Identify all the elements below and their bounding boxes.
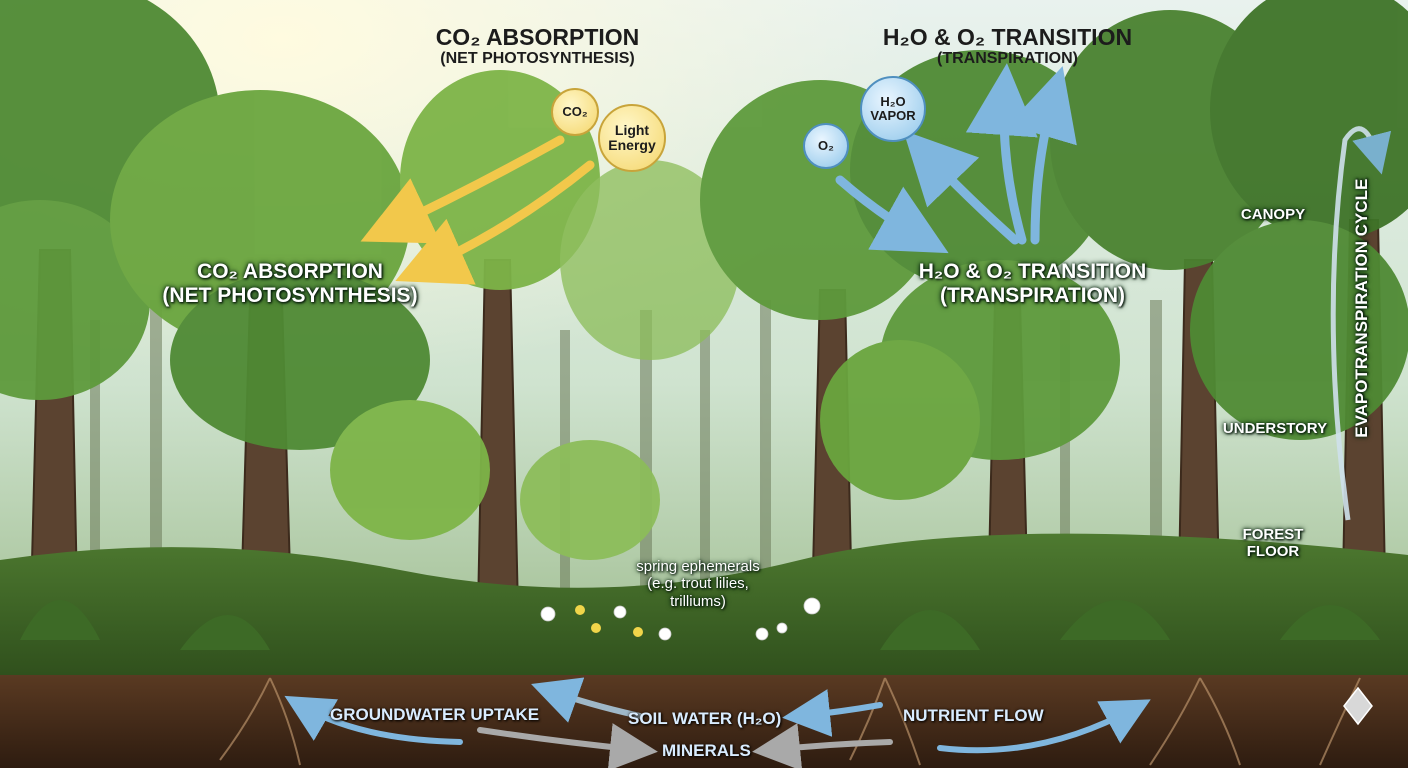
ephemerals-line3: trilliums) (608, 593, 788, 610)
top-left-heading-line2: (NET PHOTOSYNTHESIS) (420, 50, 655, 68)
co2-bubble: CO₂ (551, 88, 599, 136)
mid-left-label-line2: (NET PHOTOSYNTHESIS) (150, 284, 430, 308)
layer-forest-floor-line2: FLOOR (1228, 543, 1318, 560)
top-left-heading-line1: CO₂ ABSORPTION (420, 24, 655, 50)
light-bubble-line2: Energy (608, 138, 655, 153)
mid-right-label-line2: (TRANSPIRATION) (905, 284, 1160, 308)
co2-bubble-label: CO₂ (562, 105, 587, 119)
evapotranspiration-cycle-label: EVAPOTRANSPIRATION CYCLE (1352, 218, 1372, 438)
top-left-heading: CO₂ ABSORPTION (NET PHOTOSYNTHESIS) (420, 24, 655, 69)
top-right-heading-line2: (TRANSPIRATION) (870, 50, 1145, 68)
spring-ephemerals-label: spring ephemerals (e.g. trout lilies, tr… (608, 558, 788, 610)
mid-right-label-line1: H₂O & O₂ TRANSITION (905, 260, 1160, 284)
minerals-label: MINERALS (662, 741, 751, 761)
o2-bubble-label: O₂ (818, 139, 834, 153)
groundwater-uptake-label: GROUNDWATER UPTAKE (330, 705, 539, 725)
layer-forest-floor: FOREST FLOOR (1228, 526, 1318, 561)
top-right-heading-line1: H₂O & O₂ TRANSITION (870, 24, 1145, 50)
h2o-bubble-line1: H₂O (870, 95, 915, 109)
light-energy-bubble: Light Energy (598, 104, 666, 172)
mid-left-label: CO₂ ABSORPTION (NET PHOTOSYNTHESIS) (150, 260, 430, 308)
h2o-bubble-line2: VAPOR (870, 109, 915, 123)
o2-bubble: O₂ (803, 123, 849, 169)
h2o-vapor-bubble: H₂O VAPOR (860, 76, 926, 142)
soil-water-label: SOIL WATER (H₂O) (628, 709, 781, 729)
top-right-heading: H₂O & O₂ TRANSITION (TRANSPIRATION) (870, 24, 1145, 69)
layer-forest-floor-line1: FOREST (1228, 526, 1318, 543)
nutrient-flow-label: NUTRIENT FLOW (903, 706, 1044, 726)
mid-left-label-line1: CO₂ ABSORPTION (150, 260, 430, 284)
layer-understory: UNDERSTORY (1210, 420, 1340, 437)
layer-canopy: CANOPY (1228, 206, 1318, 223)
light-bubble-line1: Light (608, 123, 655, 138)
mid-right-label: H₂O & O₂ TRANSITION (TRANSPIRATION) (905, 260, 1160, 308)
ephemerals-line2: (e.g. trout lilies, (608, 575, 788, 592)
ephemerals-line1: spring ephemerals (608, 558, 788, 575)
